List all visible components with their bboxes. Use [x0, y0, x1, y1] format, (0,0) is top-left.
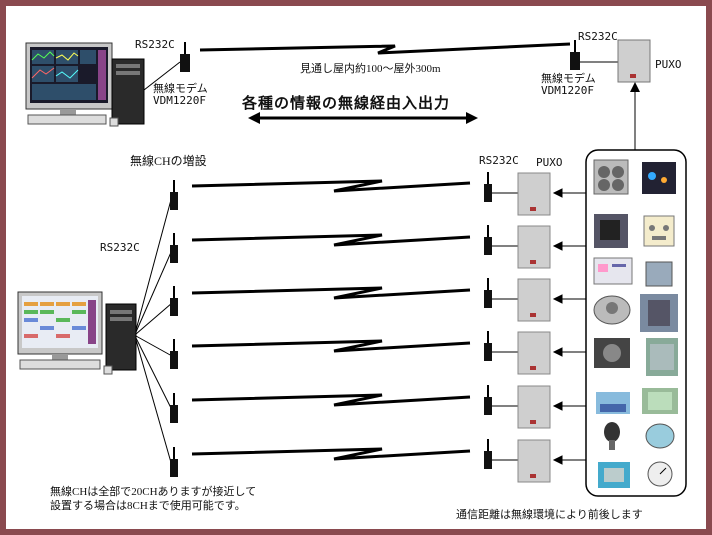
keyboard-icon [27, 114, 107, 125]
modem-label-top-right: 無線モデム [541, 73, 596, 85]
puxo-unit-icon [617, 39, 651, 83]
puxo-label-right: PUXO [536, 156, 563, 169]
footer-note: 通信距離は無線環境により前後します [456, 509, 643, 521]
range-text: 見通し屋内約100～屋外300m [300, 63, 441, 75]
modem-model-top-left: VDM1220F [153, 94, 206, 107]
note-line-2: 設置する場合は8CHまで使用可能です。 [50, 500, 246, 512]
modem-model-top-right: VDM1220F [541, 84, 594, 97]
rs232c-label-top-left: RS232C [135, 38, 175, 51]
expansion-label: 無線CHの増設 [130, 154, 207, 168]
right-units [484, 172, 551, 483]
puxo-label-top: PUXO [655, 58, 682, 71]
device-arrows [552, 188, 586, 465]
diagram-title: 各種の情報の無線経由入出力 [242, 96, 451, 112]
rs232c-label-left: RS232C [100, 241, 140, 254]
rs232c-label-top-right: RS232C [578, 30, 618, 43]
left-modems [170, 180, 178, 477]
pc-tower-icon [111, 58, 145, 125]
modem-label-top-left: 無線モデム [153, 83, 208, 95]
keyboard-icon [19, 359, 101, 370]
wireless-link-top [199, 42, 571, 55]
device-photo-icon [593, 159, 678, 488]
rs232c-fanout [135, 195, 173, 467]
wireless-links [191, 179, 471, 461]
note-line-1: 無線CHは全部で20CHありますが接近して [50, 486, 257, 498]
pc-bottom-left [17, 291, 137, 375]
wireless-modem-icon [570, 40, 580, 70]
pc-tower-icon [105, 303, 137, 371]
pc-top-left [25, 42, 181, 127]
wireless-modem-icon [180, 42, 190, 72]
rs232c-label-right: RS232C [479, 154, 519, 167]
